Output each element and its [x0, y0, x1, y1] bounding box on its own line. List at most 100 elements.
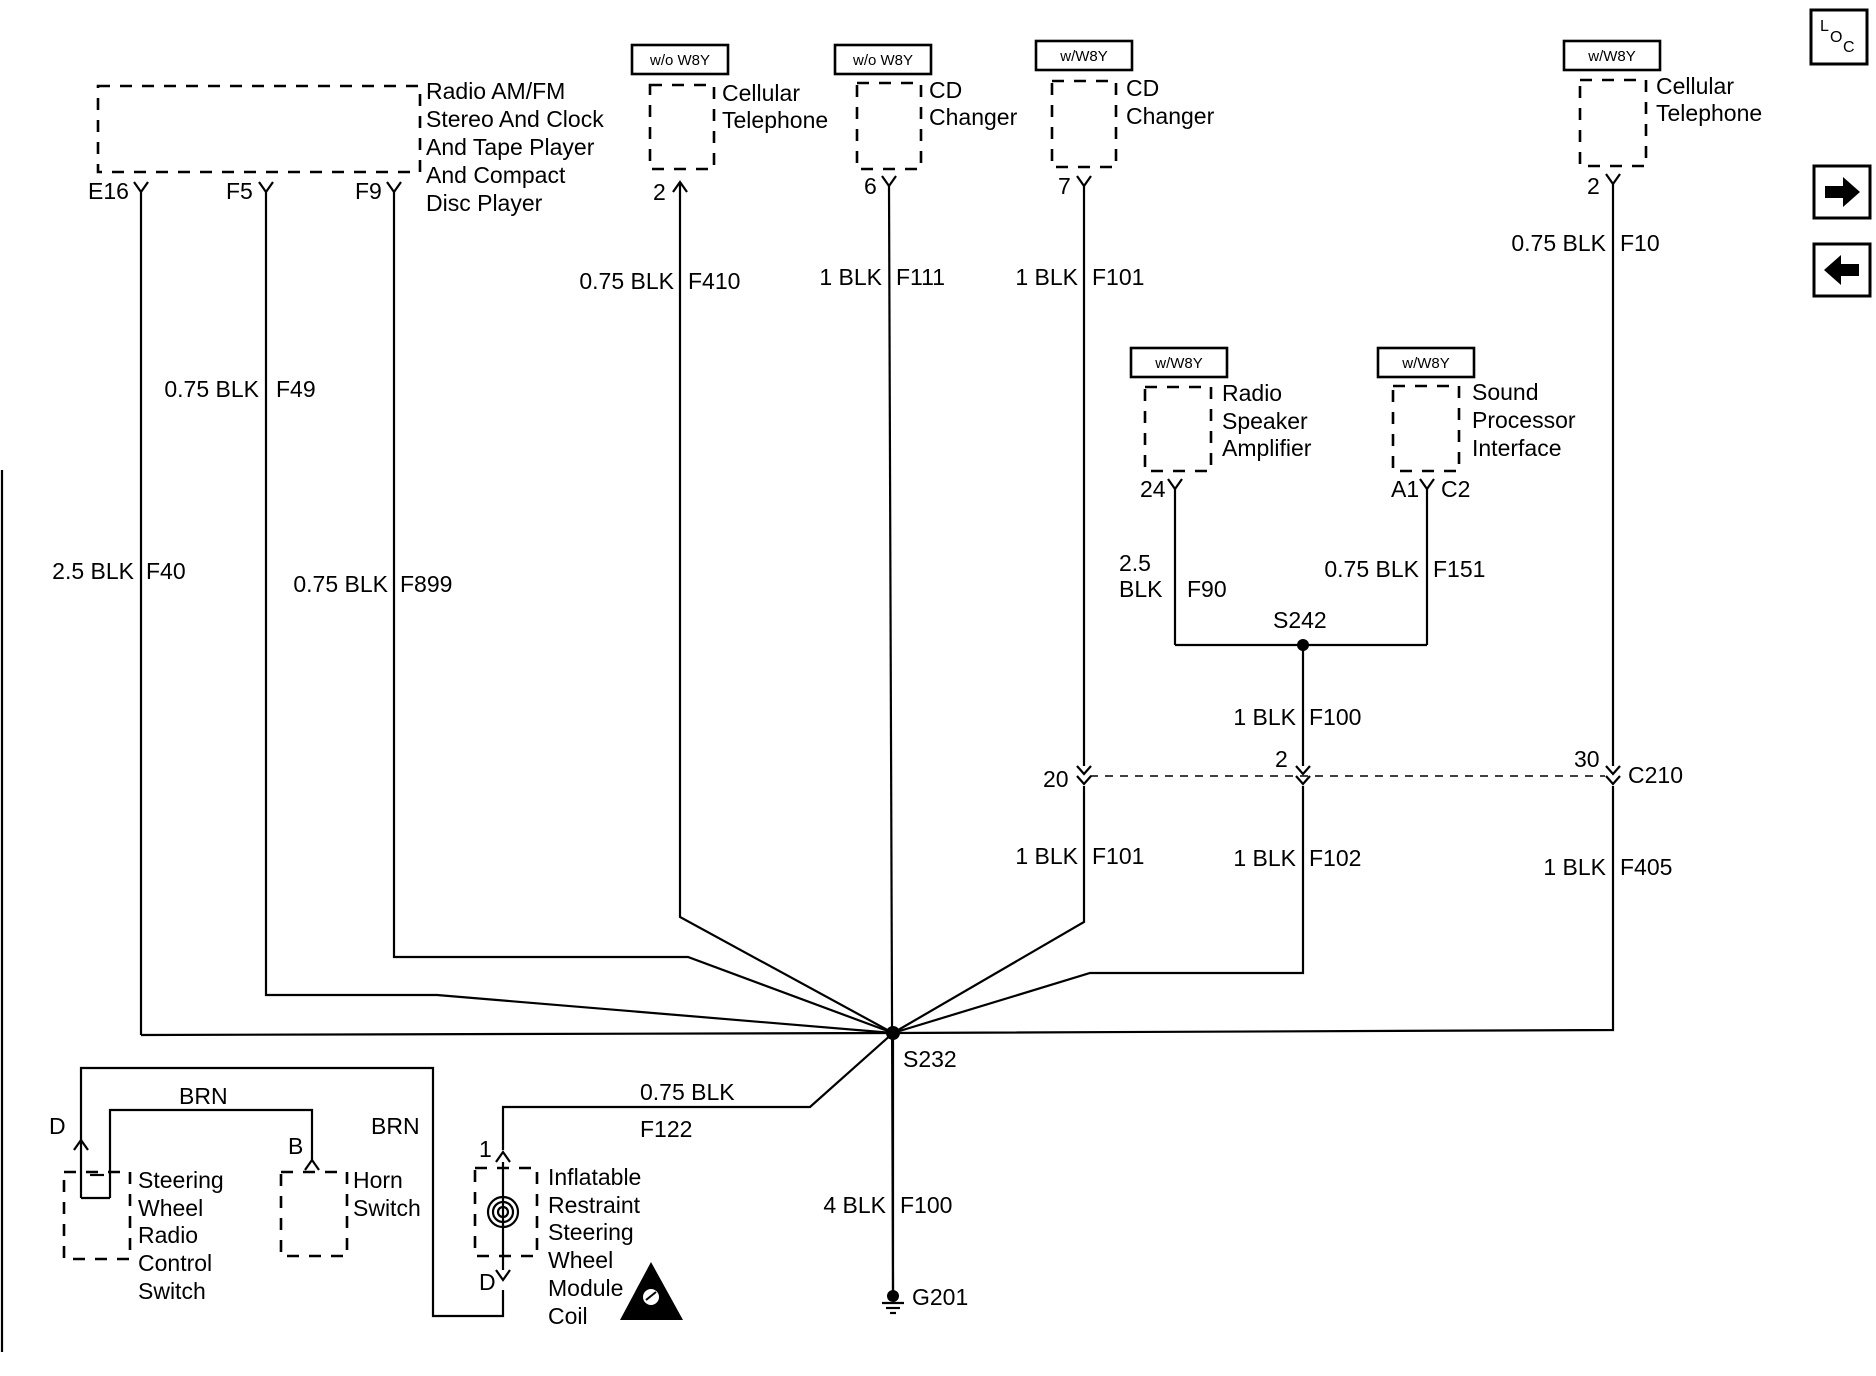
- option-tag: w/W8Y: [1587, 48, 1636, 65]
- radio-label-2: Stereo And Clock: [426, 106, 604, 132]
- airbag-warning-icon: [620, 1262, 683, 1320]
- wire-circuit-label: F100: [1309, 704, 1361, 730]
- cd-left-label-2: Changer: [929, 104, 1018, 130]
- wire-gauge-label: 0.75 BLK: [640, 1079, 735, 1105]
- wire-brn-inner: [108, 1108, 314, 1162]
- wire-circuit-label: F101: [1092, 264, 1144, 290]
- next-page-button[interactable]: [1812, 164, 1872, 220]
- c210-pin-2: 2: [1275, 746, 1288, 772]
- splice-s232-label: S232: [903, 1046, 957, 1072]
- radio-speaker-amplifier: w/W8Y Radio Speaker Amplifier 24: [1129, 346, 1312, 502]
- wire-gauge-label: 0.75 BLK: [1511, 230, 1606, 256]
- radio-pin-f9: F9: [355, 178, 382, 204]
- swrc-pin: D: [49, 1113, 66, 1139]
- wire-circuit-label: F40: [146, 558, 186, 584]
- cellular-telephone-right: w/W8Y Cellular Telephone 2: [1562, 39, 1762, 199]
- wire-circuit-label: F10: [1620, 230, 1660, 256]
- swrc-label-4: Control: [138, 1250, 212, 1276]
- spi-label-2: Processor: [1472, 407, 1576, 433]
- wire-labels: 2.5 BLK F40 0.75 BLK F49 0.75 BLK F899 0…: [52, 230, 1672, 1218]
- wire-gauge-label: 2.5: [1119, 550, 1151, 576]
- horn-label-1: Horn: [353, 1167, 403, 1193]
- c210-pin-30: 30: [1574, 746, 1600, 772]
- airbag-label-2: Restraint: [548, 1192, 641, 1218]
- wire-gauge-label: 0.75 BLK: [1324, 556, 1419, 582]
- wire-gauge-label: 1 BLK: [1543, 854, 1606, 880]
- wire-gauge-label: 1 BLK: [819, 264, 882, 290]
- splice-s242-label: S242: [1273, 607, 1327, 633]
- cd-right-label-2: Changer: [1126, 103, 1215, 129]
- wire-brn-outer: [79, 1066, 505, 1318]
- wire-circuit-label: F100: [900, 1192, 952, 1218]
- wire-gauge-label: 1 BLK: [1233, 845, 1296, 871]
- wire-gauge-label: BLK: [1119, 576, 1163, 602]
- radio-pin-f5: F5: [226, 178, 253, 204]
- splice-s232: [886, 1026, 900, 1040]
- cellular-telephone-left: w/o W8Y Cellular Telephone 2: [630, 43, 828, 205]
- svg-text:C: C: [1843, 39, 1855, 56]
- wire-gauge-label: 0.75 BLK: [164, 376, 259, 402]
- horn-pin: B: [288, 1133, 303, 1159]
- wire-f102: [892, 786, 1305, 1035]
- wire-circuit-label: F102: [1309, 845, 1361, 871]
- wire-f899: [392, 190, 894, 1035]
- cell-left-label-1: Cellular: [722, 80, 800, 106]
- wire-circuit-label: F49: [276, 376, 316, 402]
- c210-pin-20: 20: [1043, 766, 1069, 792]
- splice-s242: [1297, 639, 1309, 651]
- sound-processor-interface: w/W8Y Sound Processor Interface A1 C2: [1376, 346, 1576, 502]
- swrc-label-2: Wheel: [138, 1195, 203, 1221]
- wire-group: [139, 184, 1615, 1292]
- arrow-right-icon: [1825, 177, 1860, 207]
- connector-c210: 20 2 30 C210: [1043, 746, 1683, 792]
- amp-pin: 24: [1140, 476, 1166, 502]
- steering-wheel-radio-control-switch: Steering Wheel Radio Control Switch D: [49, 1113, 224, 1304]
- swrc-label-5: Switch: [138, 1278, 206, 1304]
- cell-right-pin: 2: [1587, 173, 1600, 199]
- c210-label: C210: [1628, 762, 1683, 788]
- wire-circuit-label: F122: [640, 1116, 692, 1142]
- radio-component: Radio AM/FM Stereo And Clock And Tape Pl…: [88, 78, 604, 216]
- amp-label-3: Amplifier: [1222, 435, 1312, 461]
- airbag-label-4: Wheel: [548, 1247, 613, 1273]
- arrow-left-icon: [1824, 255, 1859, 285]
- horn-label-2: Switch: [353, 1195, 421, 1221]
- cell-left-pin: 2: [653, 179, 666, 205]
- wire-gauge-label: 1 BLK: [1015, 264, 1078, 290]
- option-tag: w/o W8Y: [649, 52, 710, 69]
- cd-left-pin: 6: [864, 173, 877, 199]
- cd-changer-right: w/W8Y CD Changer 7: [1034, 39, 1215, 199]
- wire-color-label: BRN: [179, 1083, 228, 1109]
- wire-circuit-label: F101: [1092, 843, 1144, 869]
- ground-symbol: [882, 1290, 904, 1315]
- previous-page-button[interactable]: [1812, 242, 1872, 298]
- wire-gauge-label: 0.75 BLK: [579, 268, 674, 294]
- radio-label-5: Disc Player: [426, 190, 543, 216]
- wire-gauge-label: 4 BLK: [823, 1192, 886, 1218]
- wire-gauge-label: 2.5 BLK: [52, 558, 134, 584]
- wire-gauge-label: 1 BLK: [1233, 704, 1296, 730]
- wire-f405: [892, 786, 1615, 1035]
- wire-circuit-label: F151: [1433, 556, 1485, 582]
- swrc-label-3: Radio: [138, 1222, 198, 1248]
- cd-right-label-1: CD: [1126, 75, 1159, 101]
- wire-circuit-label: F90: [1187, 576, 1227, 602]
- wire-gauge-label: 1 BLK: [1015, 843, 1078, 869]
- airbag-label-3: Steering: [548, 1219, 634, 1245]
- radio-label-1: Radio AM/FM: [426, 78, 565, 104]
- wire-f49: [264, 190, 894, 1035]
- spi-label-3: Interface: [1472, 435, 1562, 461]
- ground-label: G201: [912, 1284, 968, 1310]
- svg-text:O: O: [1830, 29, 1842, 46]
- loc-button[interactable]: L O C: [1809, 8, 1869, 66]
- option-tag: w/W8Y: [1059, 48, 1108, 65]
- cell-right-label-1: Cellular: [1656, 73, 1734, 99]
- inflatable-restraint-coil: Inflatable Restraint Steering Wheel Modu…: [473, 1136, 683, 1329]
- airbag-label-5: Module: [548, 1275, 623, 1301]
- horn-switch: Horn Switch B: [279, 1133, 421, 1258]
- airbag-label-1: Inflatable: [548, 1164, 641, 1190]
- cell-left-label-2: Telephone: [722, 107, 828, 133]
- cd-changer-left: w/o W8Y CD Changer 6: [833, 43, 1018, 199]
- spi-label-1: Sound: [1472, 379, 1539, 405]
